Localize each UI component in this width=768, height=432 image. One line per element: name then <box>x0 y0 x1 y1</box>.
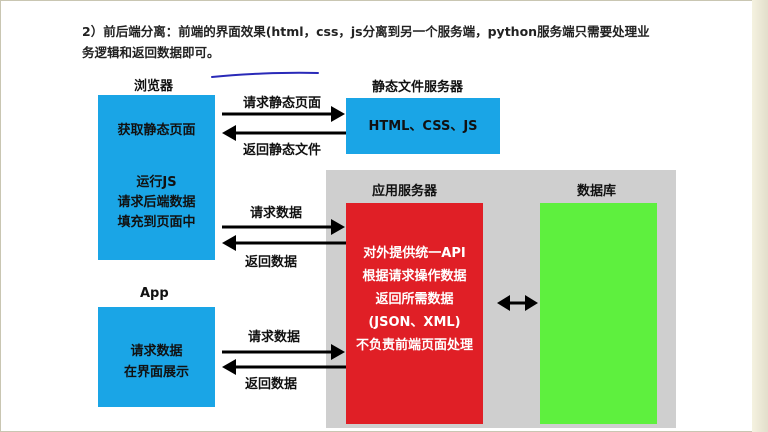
database-box <box>540 203 657 424</box>
database-title: 数据库 <box>577 184 617 199</box>
arrow-request-data-2 <box>222 344 345 360</box>
pen-underline <box>211 71 319 78</box>
heading-line-1: 2）前后端分离：前端的界面效果(html，css，js分离到另一个服务端，pyt… <box>82 24 650 39</box>
app-server-line-1: 对外提供统一API <box>363 246 466 261</box>
label-return-data-1: 返回数据 <box>245 255 298 270</box>
label-request-data-2: 请求数据 <box>248 330 301 345</box>
app-server-box: 对外提供统一API 根据请求操作数据 返回所需数据 (JSON、XML) 不负责… <box>346 203 483 424</box>
arrow-request-data-1 <box>222 219 345 235</box>
static-server-content: HTML、CSS、JS <box>368 119 478 134</box>
label-request-data-1: 请求数据 <box>250 206 303 221</box>
arrow-return-data-1 <box>222 235 346 251</box>
app-title: App <box>140 286 169 301</box>
browser-run-js: 运行JS <box>136 175 177 190</box>
app-display: 在界面展示 <box>123 365 189 380</box>
arrow-return-data-2 <box>222 359 346 375</box>
app-server-line-4: (JSON、XML) <box>368 315 461 330</box>
app-box: 请求数据 在界面展示 <box>98 307 215 407</box>
app-server-line-2: 根据请求操作数据 <box>362 269 467 284</box>
app-request-data: 请求数据 <box>130 344 183 359</box>
label-request-static: 请求静态页面 <box>243 96 322 111</box>
label-return-static: 返回静态文件 <box>243 143 322 158</box>
arrow-request-static <box>222 106 345 122</box>
page-edge-shadow <box>752 0 768 432</box>
arrow-return-static <box>222 125 346 141</box>
heading-line-2: 务逻辑和返回数据即可。 <box>82 45 220 60</box>
label-return-data-2: 返回数据 <box>245 377 298 392</box>
static-server-title: 静态文件服务器 <box>372 80 464 95</box>
browser-fill-page: 填充到页面中 <box>117 215 196 230</box>
arrow-app-server-database <box>497 295 538 311</box>
app-server-line-3: 返回所需数据 <box>375 292 454 307</box>
browser-request-backend: 请求后端数据 <box>117 195 196 210</box>
browser-box: 获取静态页面 运行JS 请求后端数据 填充到页面中 <box>98 95 215 260</box>
static-server-box: HTML、CSS、JS <box>346 98 500 154</box>
app-server-line-5: 不负责前端页面处理 <box>355 338 473 353</box>
browser-title: 浏览器 <box>134 79 174 94</box>
browser-fetch-static: 获取静态页面 <box>117 123 196 138</box>
slide-heading: 2）前后端分离：前端的界面效果(html，css，js分离到另一个服务端，pyt… <box>82 21 682 63</box>
app-server-title: 应用服务器 <box>372 184 438 199</box>
